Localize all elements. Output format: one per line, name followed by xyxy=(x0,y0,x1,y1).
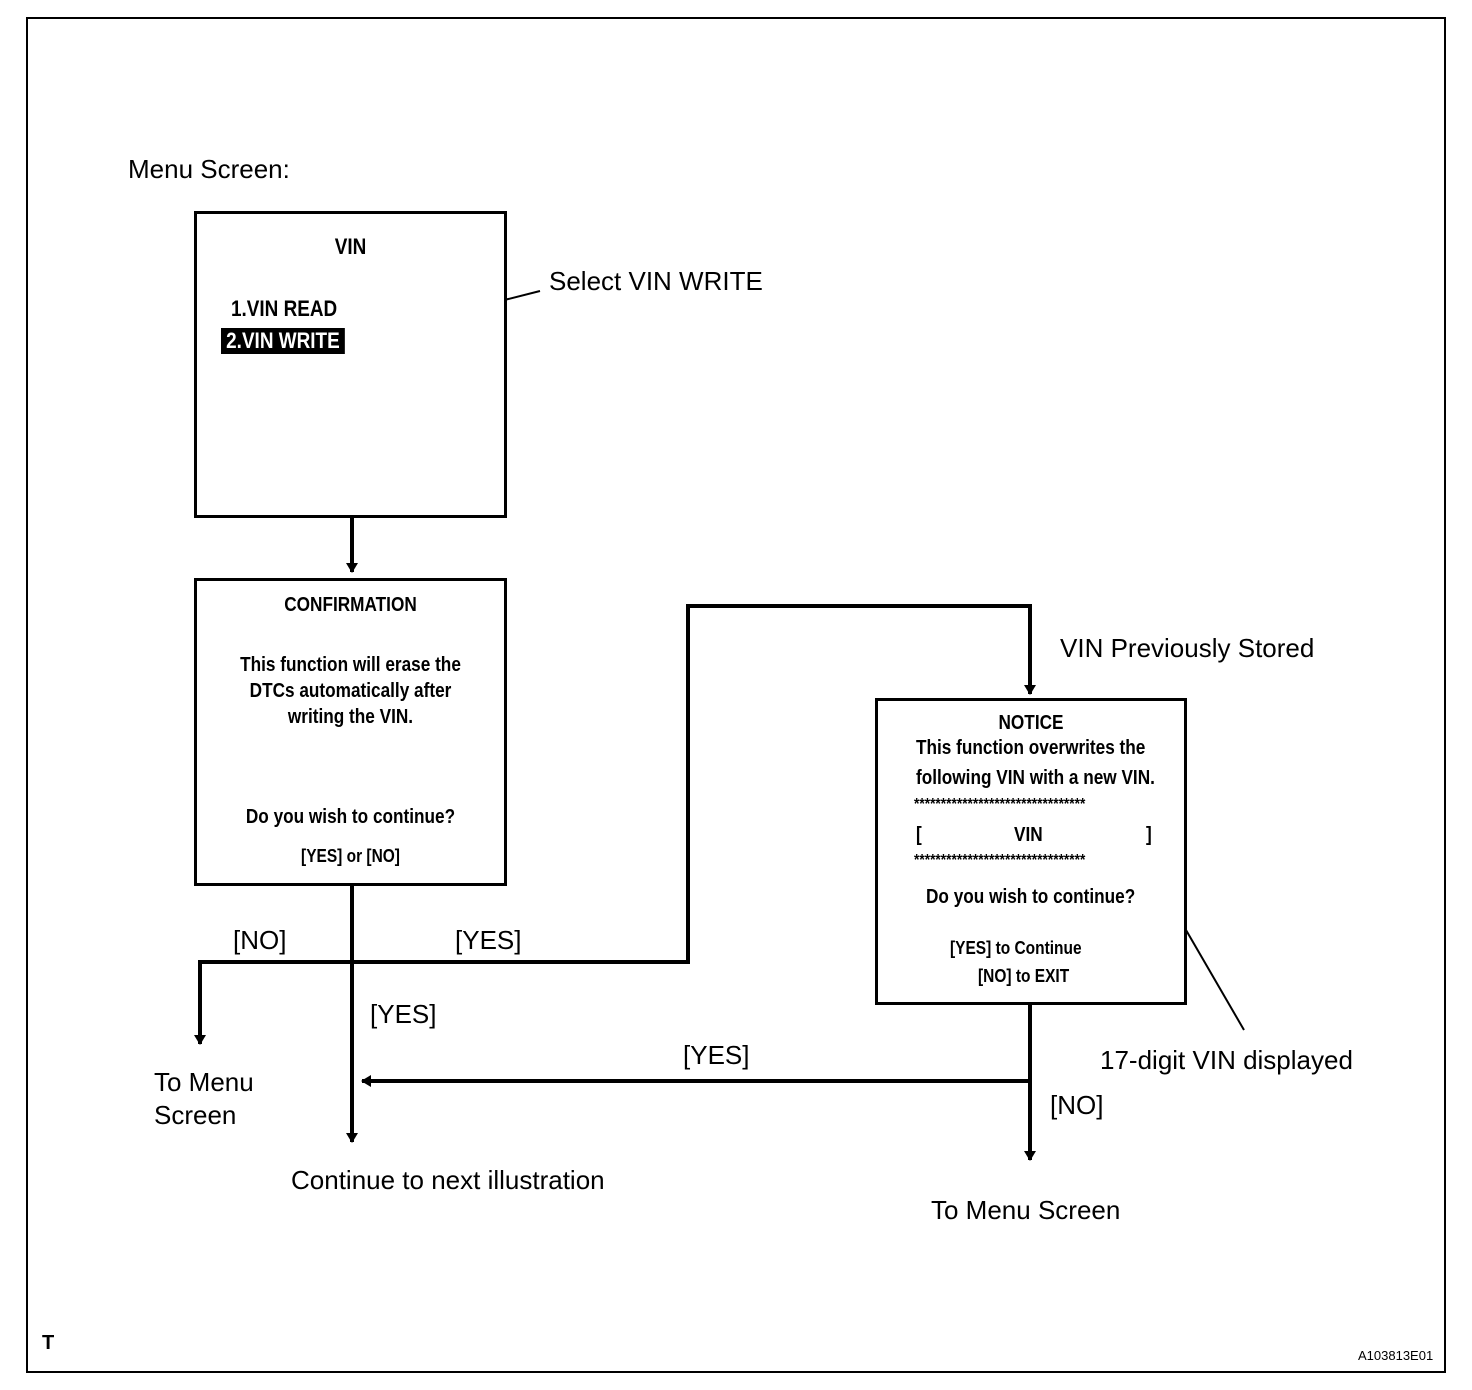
menu-screen-label: Menu Screen: xyxy=(128,154,290,184)
confirmation-options[interactable]: [YES] or [NO] xyxy=(301,846,400,866)
17-digit-vin-label: 17-digit VIN displayed xyxy=(1100,1045,1353,1075)
vin-menu-title: VIN xyxy=(334,234,367,259)
no-right-label: [NO] xyxy=(1050,1090,1104,1120)
confirmation-title: CONFIRMATION xyxy=(284,594,417,616)
to-menu-screen-left-line-2: Screen xyxy=(154,1100,237,1130)
notice-yes-option[interactable]: [YES] to Continue xyxy=(950,938,1082,958)
notice-title: NOTICE xyxy=(998,712,1064,734)
notice-no-option[interactable]: [NO] to EXIT xyxy=(978,966,1070,986)
continue-next-illustration-label: Continue to next illustration xyxy=(291,1165,605,1195)
confirmation-line-1: This function will erase the xyxy=(240,654,461,676)
notice-question: Do you wish to continue? xyxy=(926,886,1136,908)
vin-menu-box: VIN 1.VIN READ 2.VIN WRITE xyxy=(194,211,507,518)
notice-vin-placeholder: VIN xyxy=(1014,824,1043,846)
notice-stars-top: ******************************** xyxy=(914,796,1086,813)
vin-previously-stored-label: VIN Previously Stored xyxy=(1060,633,1315,663)
menu-item-vin-write[interactable]: 2.VIN WRITE xyxy=(221,328,345,354)
yes-upper-label: [YES] xyxy=(455,925,522,955)
notice-line-2: following VIN with a new VIN. xyxy=(916,767,1155,789)
confirmation-box: CONFIRMATION This function will erase th… xyxy=(194,578,507,886)
confirmation-line-3: writing the VIN. xyxy=(287,706,414,728)
notice-bracket-close: ] xyxy=(1146,824,1152,846)
notice-bracket-open: [ xyxy=(916,824,922,846)
confirmation-question: Do you wish to continue? xyxy=(245,806,456,828)
select-vin-write-callout: Select VIN WRITE xyxy=(549,266,763,296)
yes-lower-label: [YES] xyxy=(683,1040,750,1070)
figure-code: A103813E01 xyxy=(1358,1348,1434,1363)
branch-no-left xyxy=(194,960,352,1045)
branch-yes-to-notice xyxy=(352,604,1036,964)
notice-line-1: This function overwrites the xyxy=(916,737,1146,759)
menu-item-vin-read[interactable]: 1.VIN READ xyxy=(231,296,338,321)
corner-t-marker: T xyxy=(42,1332,55,1354)
to-menu-screen-right-label: To Menu Screen xyxy=(931,1195,1121,1225)
notice-box: NOTICE This function overwrites the foll… xyxy=(875,698,1187,1005)
yes-down-label: [YES] xyxy=(370,999,437,1029)
notice-stars-bottom: ******************************** xyxy=(914,852,1086,869)
figure-frame xyxy=(26,17,1446,1373)
to-menu-screen-left-line-1: To Menu xyxy=(154,1067,254,1097)
no-left-label: [NO] xyxy=(233,925,287,955)
confirmation-line-2: DTCs automatically after xyxy=(249,680,452,702)
